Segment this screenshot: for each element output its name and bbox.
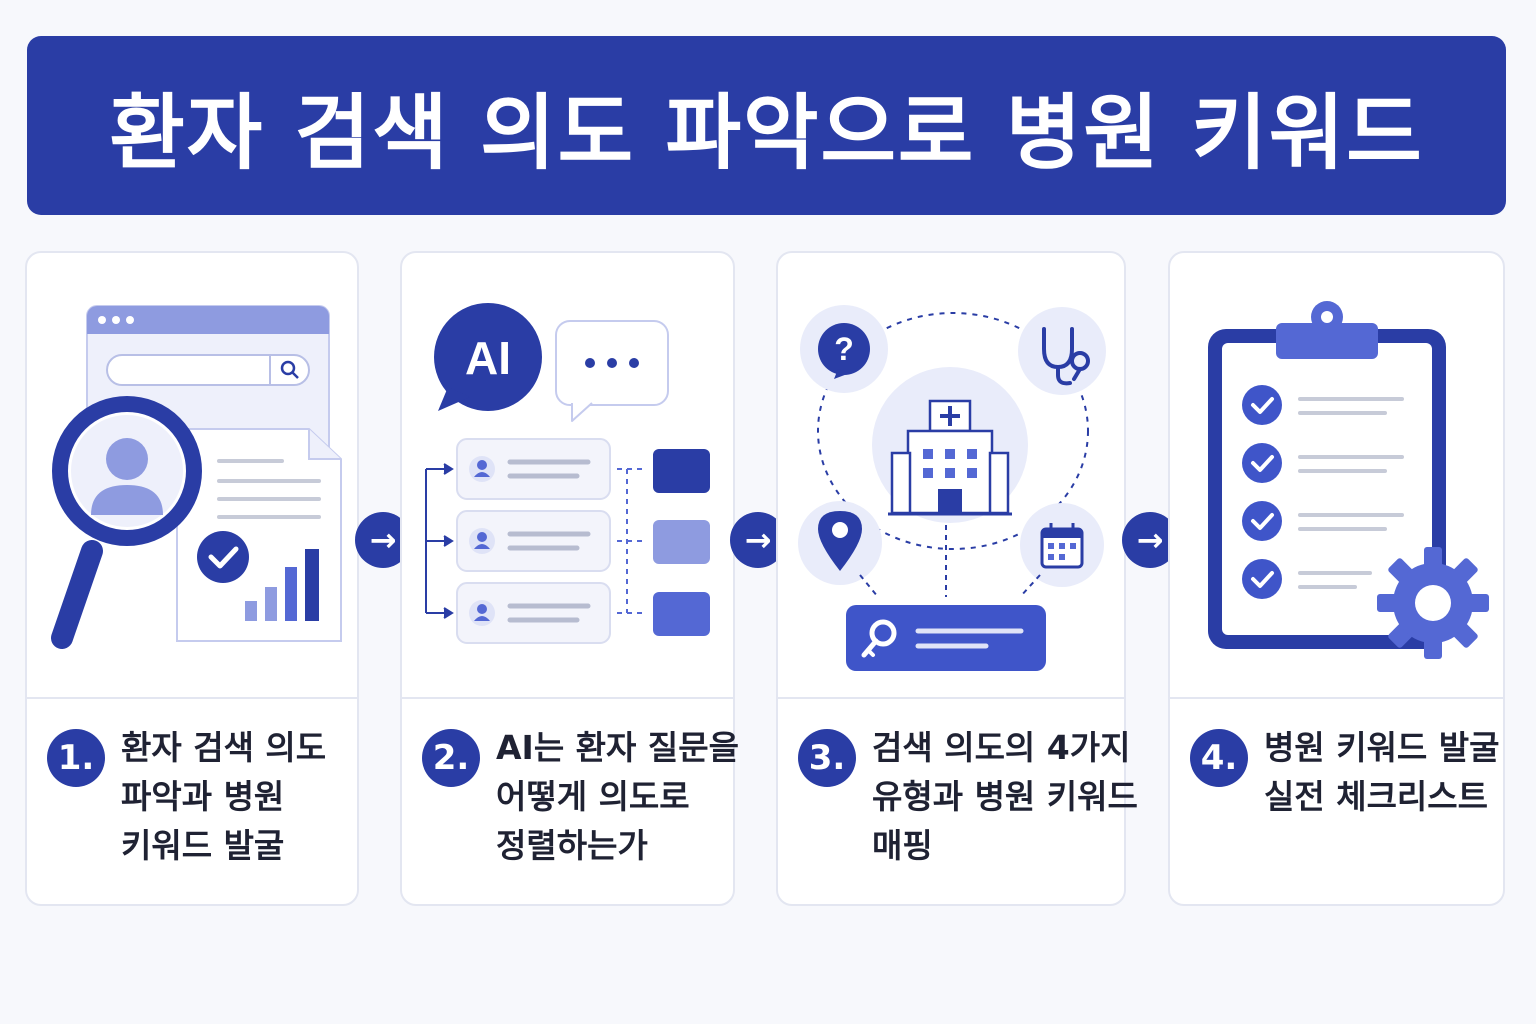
check-icon bbox=[197, 531, 249, 583]
orbit-ring bbox=[817, 312, 1089, 550]
step-1-line-3: 키워드 발굴 bbox=[121, 826, 285, 865]
step-3-line-2: 유형과 병원 키워드 bbox=[872, 777, 1138, 816]
keyword-connector bbox=[859, 525, 1041, 598]
step-1-line-2: 파악과 병원 bbox=[121, 777, 285, 816]
step-1-line-1: 환자 검색 의도 bbox=[121, 728, 327, 767]
document-chart-icon bbox=[176, 428, 342, 642]
step-4-line-1: 병원 키워드 발굴 bbox=[1264, 728, 1500, 767]
search-bar-icon bbox=[106, 354, 310, 386]
step-2-line-3: 정렬하는가 bbox=[496, 826, 648, 865]
step-card-3: ? bbox=[776, 251, 1138, 906]
user-list-icon bbox=[456, 438, 611, 644]
card-divider bbox=[1170, 697, 1503, 699]
step-3-line-1: 검색 의도의 4가지 bbox=[872, 728, 1131, 767]
card-divider bbox=[778, 697, 1124, 699]
step-4-caption: 4. 병원 키워드 발굴 실전 체크리스트 bbox=[1190, 723, 1500, 821]
step-3-illustration: ? bbox=[778, 253, 1124, 697]
step-4-line-2: 실전 체크리스트 bbox=[1264, 777, 1489, 816]
routing-connector bbox=[425, 463, 454, 619]
gear-icon bbox=[1377, 547, 1489, 659]
arrow-right-icon: → bbox=[369, 521, 397, 559]
step-2-line-1: AI는 환자 질문을 bbox=[496, 728, 739, 767]
step-4-text: 병원 키워드 발굴 실전 체크리스트 bbox=[1264, 723, 1500, 821]
step-2-text: AI는 환자 질문을 어떻게 의도로 정렬하는가 bbox=[496, 723, 739, 870]
step-4-illustration bbox=[1170, 253, 1503, 697]
intent-category-blocks bbox=[653, 449, 710, 636]
step-3-caption: 3. 검색 의도의 4가지 유형과 병원 키워드 매핑 bbox=[798, 723, 1138, 870]
step-3-number-badge: 3. bbox=[798, 729, 856, 787]
step-2-illustration: AI bbox=[402, 253, 733, 697]
step-4-number-badge: 4. bbox=[1190, 729, 1248, 787]
step-card-1: 1. 환자 검색 의도 파악과 병원 키워드 발굴 bbox=[25, 251, 359, 906]
title-banner: 환자 검색 의도 파악으로 병원 키워드 bbox=[27, 36, 1506, 215]
step-1-caption: 1. 환자 검색 의도 파악과 병원 키워드 발굴 bbox=[47, 723, 345, 870]
step-3-line-3: 매핑 bbox=[872, 826, 933, 865]
calendar-icon bbox=[1020, 503, 1104, 587]
arrow-right-icon: → bbox=[744, 521, 772, 559]
hospital-icon bbox=[872, 367, 1028, 523]
clipboard-checklist-icon bbox=[1208, 301, 1446, 649]
step-2-line-2: 어떻게 의도로 bbox=[496, 777, 690, 816]
location-pin-icon bbox=[798, 501, 882, 585]
step-2-number-badge: 2. bbox=[422, 729, 480, 787]
magnifier-user-icon bbox=[51, 396, 202, 649]
step-card-2: AI bbox=[400, 251, 739, 906]
ai-chat-bubble-icon: AI bbox=[434, 303, 542, 411]
key-icon bbox=[846, 605, 1046, 671]
step-1-illustration bbox=[27, 253, 357, 697]
category-connector bbox=[617, 468, 647, 614]
ai-bubble-label: AI bbox=[465, 332, 511, 384]
step-1-number-badge: 1. bbox=[47, 729, 105, 787]
question-icon: ? bbox=[800, 305, 888, 393]
step-card-4: 4. 병원 키워드 발굴 실전 체크리스트 bbox=[1168, 251, 1505, 906]
arrow-right-icon: → bbox=[1136, 521, 1164, 559]
card-divider bbox=[27, 697, 357, 699]
step-2-caption: 2. AI는 환자 질문을 어떻게 의도로 정렬하는가 bbox=[422, 723, 739, 870]
stethoscope-icon bbox=[1018, 307, 1106, 395]
card-divider bbox=[402, 697, 733, 699]
step-3-text: 검색 의도의 4가지 유형과 병원 키워드 매핑 bbox=[872, 723, 1138, 870]
ellipsis-bubble-icon bbox=[555, 320, 669, 422]
page-title: 환자 검색 의도 파악으로 병원 키워드 bbox=[109, 86, 1424, 181]
svg-text:?: ? bbox=[834, 331, 854, 367]
step-1-text: 환자 검색 의도 파악과 병원 키워드 발굴 bbox=[121, 723, 326, 870]
